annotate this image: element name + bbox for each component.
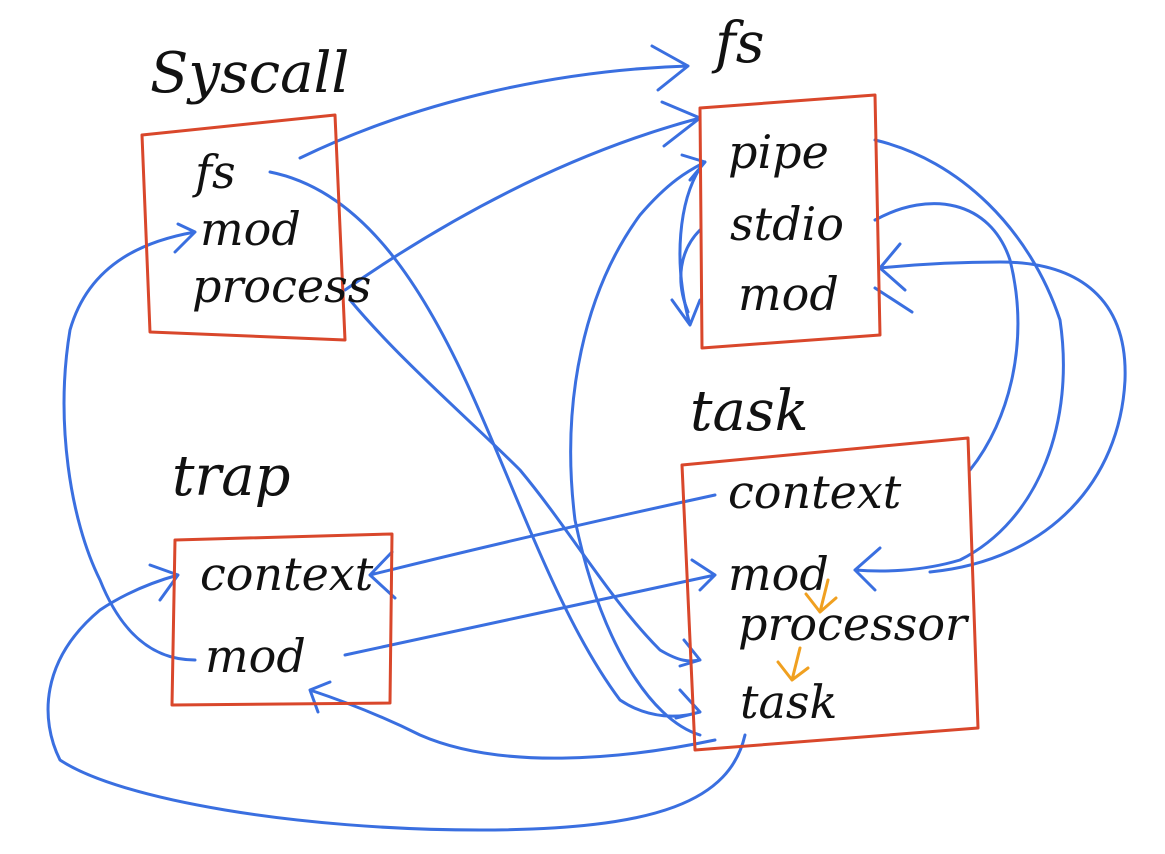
arrow-syscall-fs-to-task bbox=[268, 170, 702, 720]
arrow-trap-mod-to-task-mod bbox=[343, 558, 717, 657]
task-item-task: task bbox=[740, 675, 837, 729]
module-trap: trap context mod bbox=[170, 444, 394, 707]
syscall-box bbox=[140, 113, 347, 342]
arrow-task-task-to-trap-context bbox=[46, 563, 747, 832]
fs-item-pipe: pipe bbox=[728, 125, 829, 179]
trap-item-mod: mod bbox=[205, 629, 306, 683]
syscall-item-fs: fs bbox=[192, 145, 236, 199]
syscall-title: Syscall bbox=[150, 41, 349, 106]
fs-box bbox=[698, 93, 882, 350]
arrow-task-processor-to-task bbox=[776, 646, 810, 682]
task-title: task bbox=[690, 379, 809, 444]
arrow-task-context-to-trap-context bbox=[368, 493, 717, 600]
arrow-task-task-to-fs-pipe bbox=[569, 153, 707, 737]
task-item-context: context bbox=[728, 465, 902, 519]
task-box bbox=[680, 436, 980, 752]
trap-box bbox=[170, 532, 394, 707]
arrow-fs-stdio-loop bbox=[873, 202, 1020, 472]
internal-arrows bbox=[776, 578, 838, 682]
arrow-fs-pipe-to-task-mod bbox=[853, 138, 1065, 592]
arrow-task-mod-to-processor bbox=[804, 578, 838, 614]
arrow-fs-stdio-to-fs-mod bbox=[679, 228, 702, 314]
trap-item-context: context bbox=[200, 547, 374, 601]
dependency-arrows bbox=[46, 44, 1127, 832]
arrow-syscall-mod-to-trap-mod bbox=[62, 222, 197, 662]
syscall-item-mod: mod bbox=[200, 202, 301, 256]
syscall-item-process: process bbox=[192, 259, 371, 313]
module-task: task context mod processor task bbox=[680, 379, 980, 752]
task-item-processor: processor bbox=[738, 597, 970, 651]
arrow-task-task-to-trap bbox=[308, 680, 717, 760]
arrow-syscall-process-to-task-mod bbox=[348, 298, 702, 668]
arrow-fs-pipe-to-fs-mod bbox=[670, 166, 702, 327]
fs-item-mod: mod bbox=[738, 267, 839, 321]
task-item-mod: mod bbox=[728, 547, 829, 601]
module-syscall: Syscall fs mod process bbox=[140, 41, 371, 342]
arrow-syscall-fs-to-fs bbox=[298, 44, 690, 160]
fs-title: fs bbox=[711, 11, 764, 76]
arrow-into-fs-mod bbox=[873, 286, 914, 314]
trap-title: trap bbox=[172, 444, 291, 509]
module-fs: fs pipe stdio mod bbox=[698, 11, 882, 350]
fs-item-stdio: stdio bbox=[730, 197, 844, 251]
